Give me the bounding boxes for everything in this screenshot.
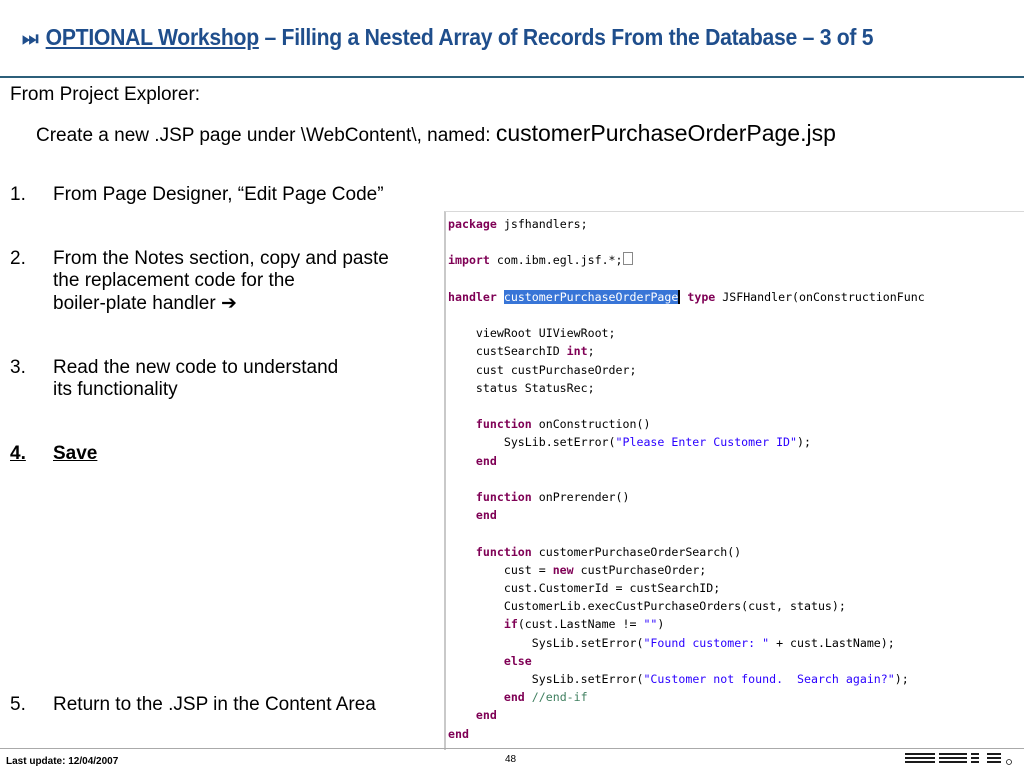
step-2-line-1: From the Notes section, copy and paste xyxy=(53,248,389,269)
step-1-number: 1. xyxy=(10,184,26,205)
create-line: Create a new .JSP page under \WebContent… xyxy=(36,120,836,147)
slide-title: ⏭ OPTIONAL Workshop – Filling a Nested Ar… xyxy=(22,24,874,51)
step-2-line-2: the replacement code for the xyxy=(53,270,295,291)
header-divider xyxy=(0,76,1024,78)
code-editor-screenshot: package jsfhandlers; import com.ibm.egl.… xyxy=(444,211,1024,750)
step-2-line-3-text: boiler-plate handler xyxy=(53,293,216,314)
step-4-text: Save xyxy=(53,443,98,464)
company-logo xyxy=(905,753,1012,765)
step-3-number: 3. xyxy=(10,357,26,378)
step-2-number: 2. xyxy=(10,248,26,269)
step-1-text: From Page Designer, “Edit Page Code” xyxy=(53,184,384,205)
page-number: 48 xyxy=(505,754,517,765)
arrow-right-icon: ➔ xyxy=(220,293,237,314)
step-3-line-2: its functionality xyxy=(53,379,178,400)
step-5-number: 5. xyxy=(10,694,26,715)
slide-header: ⏭ OPTIONAL Workshop – Filling a Nested Ar… xyxy=(0,0,1024,78)
create-text: Create a new .JSP page under \WebContent… xyxy=(36,125,496,146)
skip-forward-icon: ⏭ xyxy=(22,28,39,50)
title-text: – Filling a Nested Array of Records From… xyxy=(258,24,874,50)
page-name: customerPurchaseOrderPage.jsp xyxy=(495,120,836,146)
optional-workshop-label: OPTIONAL Workshop xyxy=(45,24,259,50)
last-update-text: Last update: 12/04/2007 xyxy=(6,756,119,767)
step-2-line-3: boiler-plate handler ➔ xyxy=(53,292,237,315)
step-3-line-1: Read the new code to understand xyxy=(53,357,339,378)
step-5-text: Return to the .JSP in the Content Area xyxy=(53,694,376,715)
code-block: package jsfhandlers; import com.ibm.egl.… xyxy=(448,217,925,741)
footer-divider xyxy=(0,748,1024,749)
step-4-number: 4. xyxy=(10,443,26,464)
intro-line: From Project Explorer: xyxy=(10,84,201,105)
